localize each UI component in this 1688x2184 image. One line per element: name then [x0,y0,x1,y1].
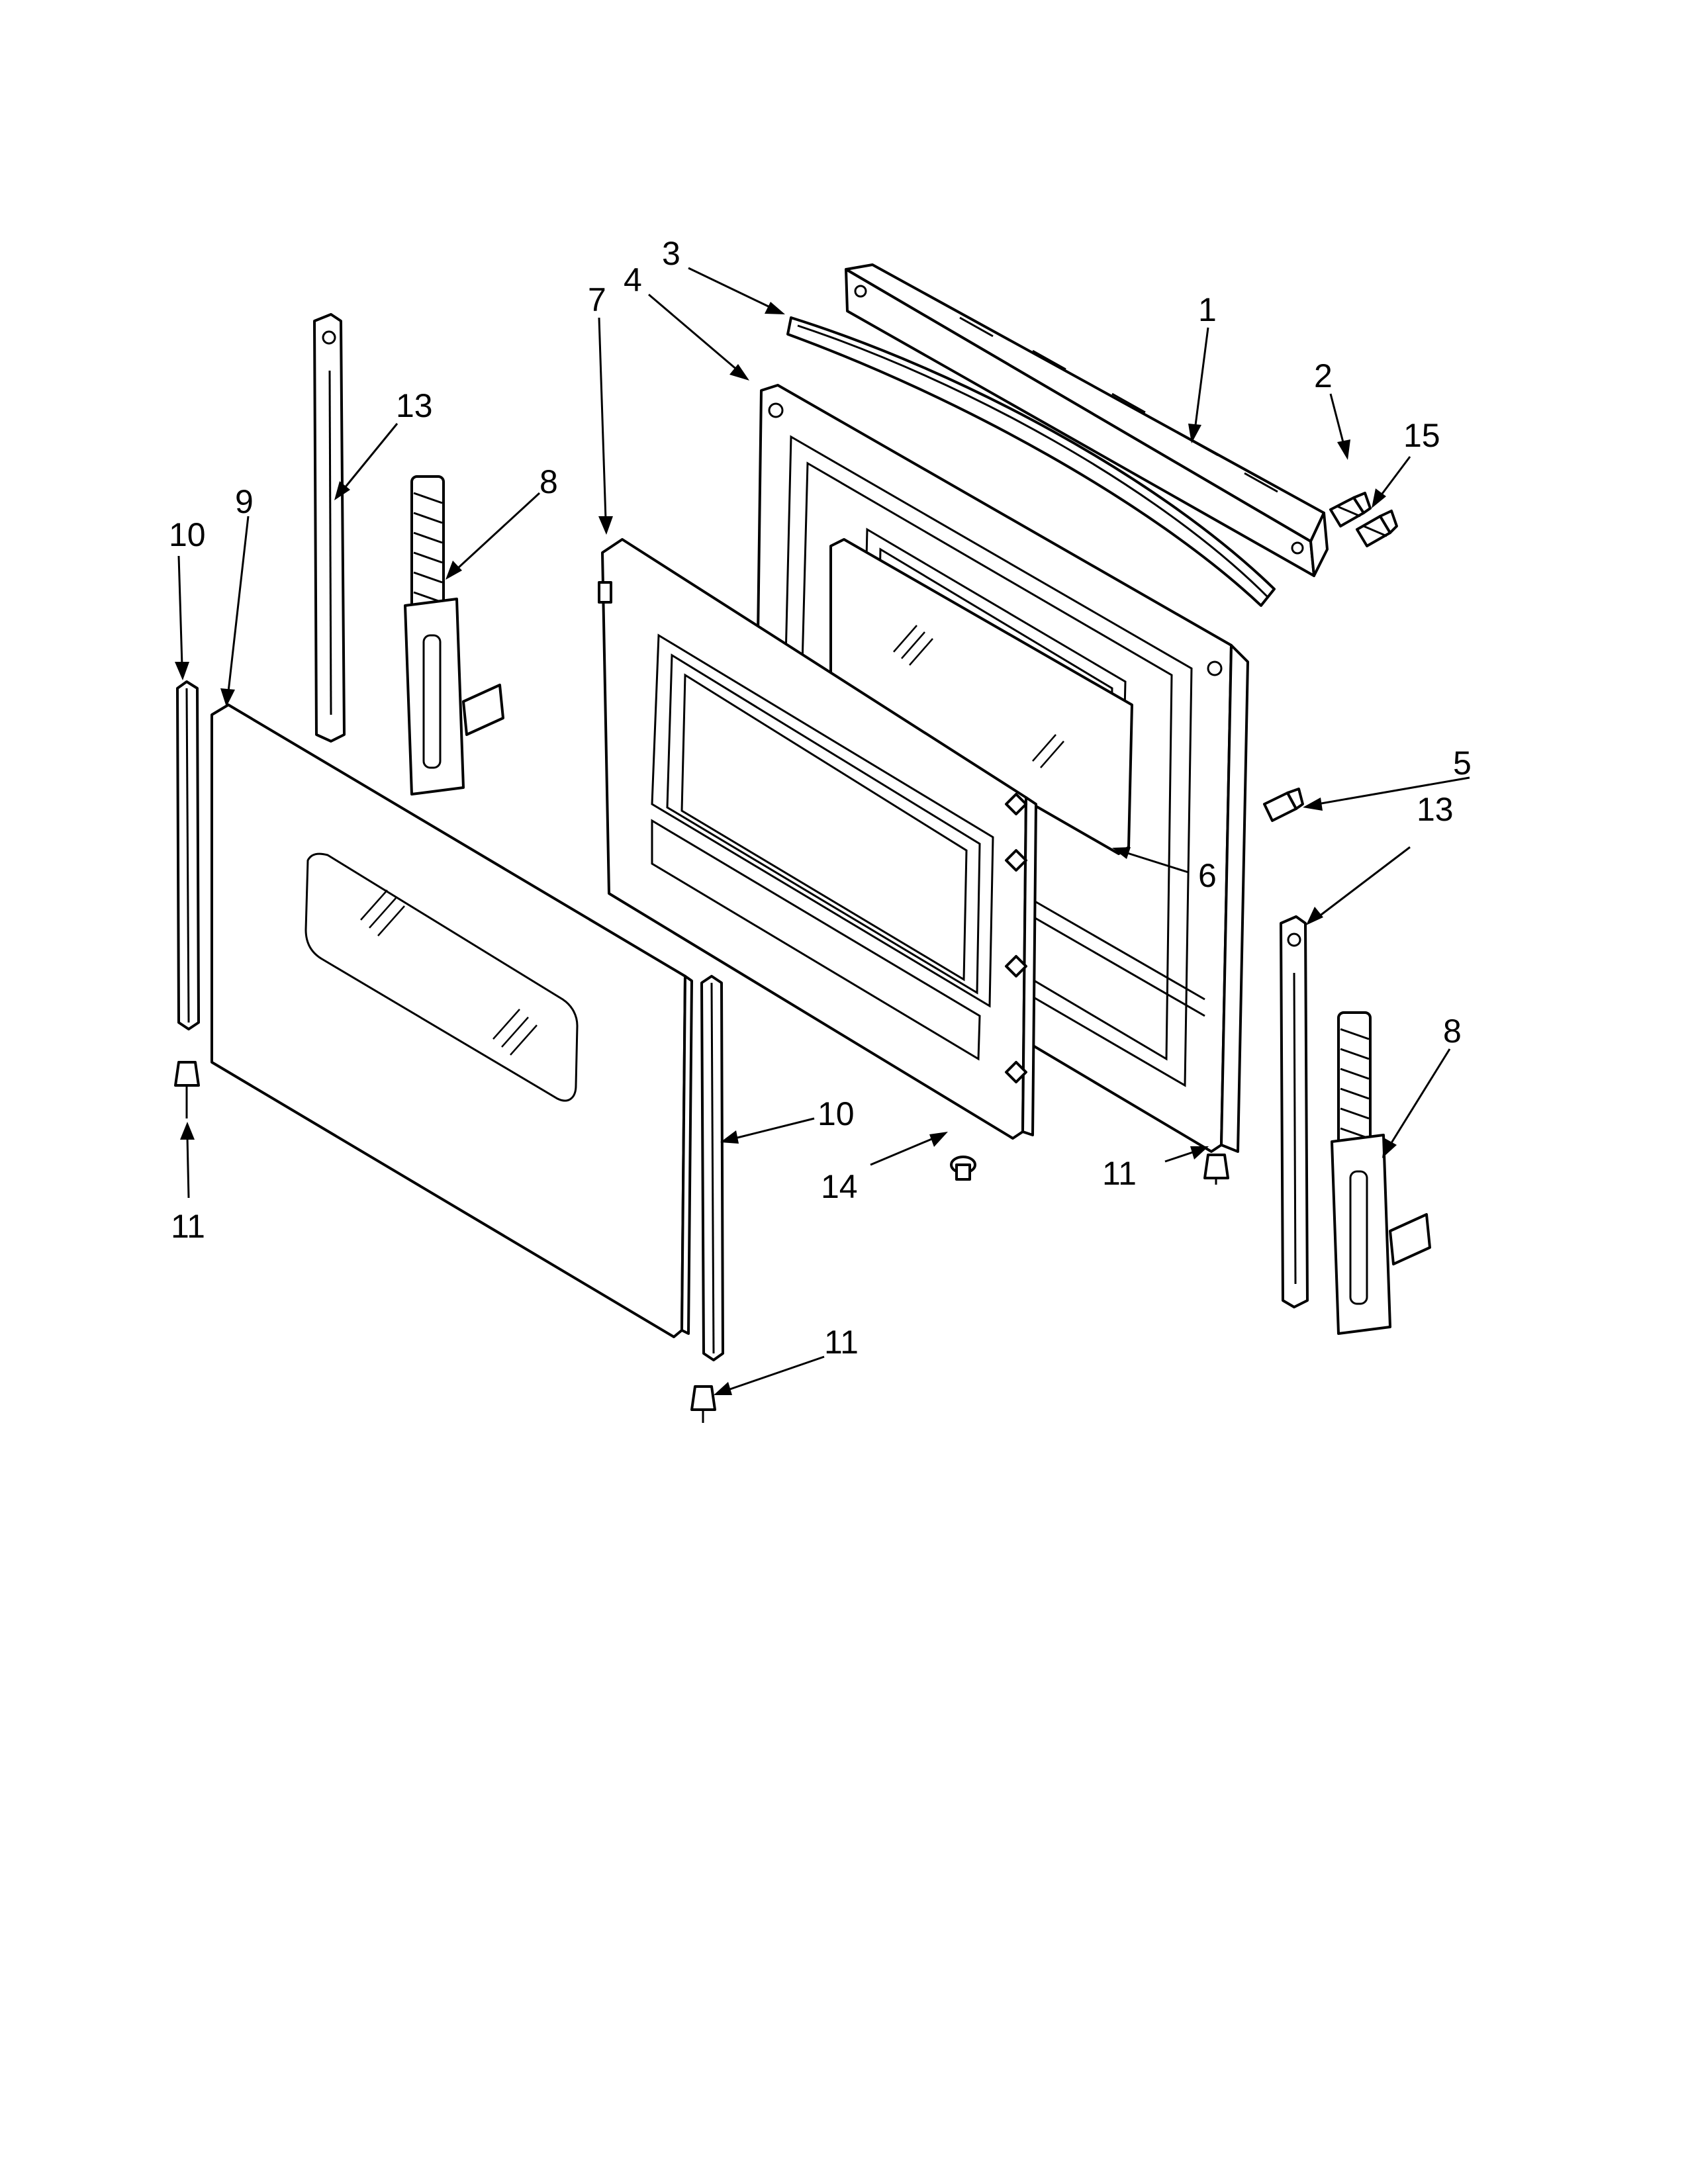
callout-8-right: 8 [1443,1013,1462,1050]
callout-2: 2 [1314,357,1333,394]
callout-7: 7 [588,281,606,318]
callout-11-right: 11 [1102,1155,1137,1192]
callout-15: 15 [1403,417,1440,454]
callout-13-left: 13 [396,387,433,424]
leader-lines [175,267,1470,1395]
part-8-hinge-left [404,475,504,796]
part-10-side-trim-right [700,975,724,1361]
callout-4: 4 [624,261,642,298]
part-11-screw-left [174,1061,200,1118]
part-3-door-handle [786,316,1276,607]
part-14-bumper [950,1156,976,1181]
callout-10-left: 10 [169,516,206,553]
callout-1: 1 [1198,291,1217,328]
callout-11-center: 11 [824,1324,859,1361]
part-5-screw [1263,788,1304,822]
part-15-screw [1356,510,1398,547]
part-11-screw-center [690,1385,716,1423]
callout-11-left: 11 [171,1208,205,1245]
callout-10-right: 10 [818,1095,855,1132]
part-7-door-liner [598,538,1037,1140]
part-10-side-trim-left [176,680,200,1030]
callout-6: 6 [1198,857,1217,894]
callout-14: 14 [821,1168,858,1205]
callout-5: 5 [1453,745,1472,782]
callout-13-right: 13 [1417,791,1454,828]
part-11-screw-right [1203,1154,1229,1185]
part-1-vent-trim [845,263,1329,577]
part-8-hinge-right [1331,1011,1431,1335]
part-13-hinge-receiver-right [1280,915,1309,1308]
part-13-hinge-receiver-left [313,313,346,743]
part-2-screw [1329,492,1372,527]
callout-3: 3 [662,235,680,272]
part-9-outer-door-glass [211,704,693,1338]
callout-labels: 1 2 3 4 5 6 7 8 8 9 10 10 11 11 11 13 13… [169,235,1472,1361]
callout-8-left: 8 [539,463,558,500]
callout-9: 9 [235,483,254,520]
